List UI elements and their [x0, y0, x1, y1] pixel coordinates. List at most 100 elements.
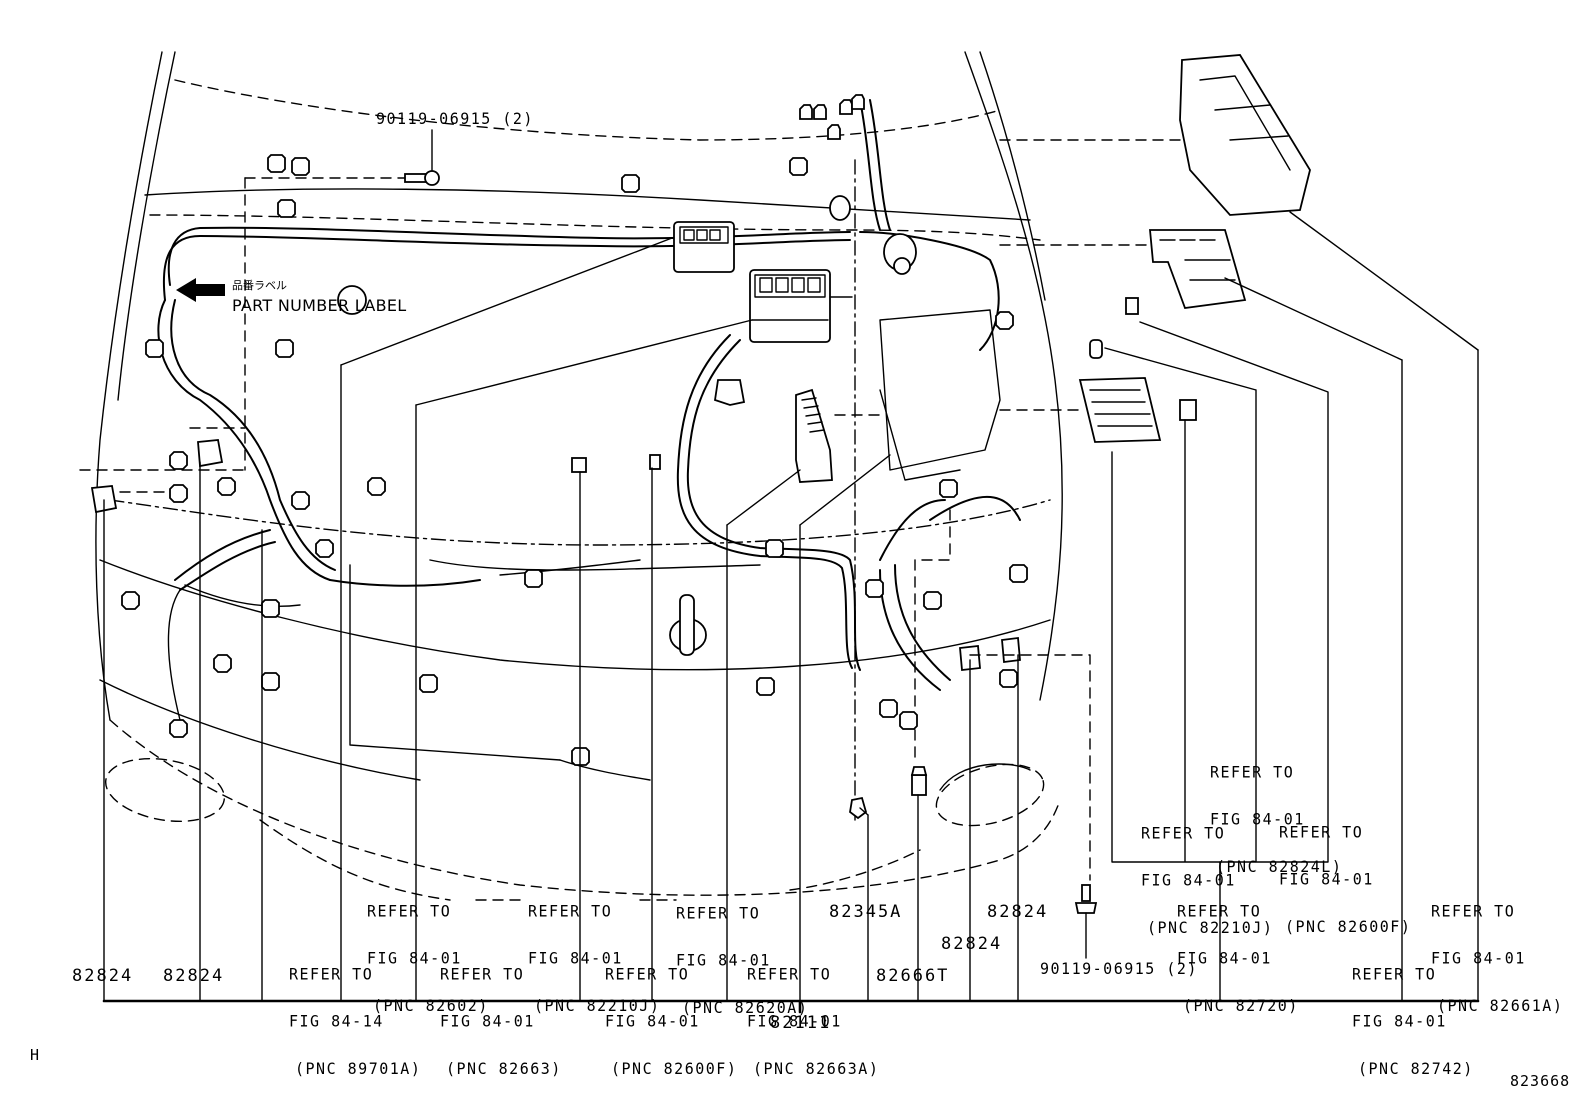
refer-prefix: REFER TO [528, 901, 613, 921]
relay-box-cover [1179, 54, 1311, 216]
refer-pnc: (PNC 82210J) [534, 996, 661, 1016]
leader-dashed-headlamp-contour [259, 819, 921, 901]
connector [995, 311, 1014, 330]
connector [524, 569, 543, 588]
refer-prefix: REFER TO [367, 901, 452, 921]
refer-fig: FIG 84-01 [1177, 948, 1272, 968]
callout-refer-82720: REFER TO FIG 84-01 (PNC 82720) [1177, 872, 1299, 1030]
bolt-bottom-icon [1074, 884, 1098, 959]
callout-refer-89701a: REFER TO FIG 84-14 (PNC 89701A) [289, 935, 421, 1093]
leader-diagonal-c4 [340, 237, 673, 366]
connector [277, 199, 296, 218]
refer-fig: FIG 84-01 [440, 1011, 535, 1031]
refer-prefix: REFER TO [289, 964, 374, 984]
connector [939, 479, 958, 498]
connector [789, 157, 808, 176]
callout-refer-82210j: REFER TO FIG 84-01 (PNC 82210J) [528, 872, 660, 1030]
connector [865, 579, 884, 598]
refer-pnc: (PNC 89701A) [295, 1059, 422, 1079]
refer-fig: FIG 84-01 [605, 1011, 700, 1031]
bolt-part-number-bottom: 90119-06915 (2) [1040, 959, 1198, 979]
leader-diagonal-c19 [1289, 211, 1479, 351]
refer-fig: FIG 84-01 [1431, 948, 1526, 968]
refer-fig: FIG 84-01 [1141, 870, 1236, 890]
leader-diagonal-c5 [415, 319, 753, 406]
callout-82345a: 82345A [829, 902, 903, 922]
corner-mark: H [30, 1046, 41, 1064]
connector [169, 719, 188, 738]
refer-fig: FIG 84-14 [289, 1011, 384, 1031]
leader-diagonal-c10 [859, 807, 869, 816]
callout-82824-3: 82824 [941, 934, 1003, 954]
connector [169, 484, 188, 503]
refer-prefix: REFER TO [1279, 822, 1364, 842]
main-harness-pnc: 82111 [770, 1013, 832, 1033]
refer-pnc: (PNC 82210J) [1147, 918, 1274, 938]
callout-82824-1: 82824 [72, 966, 134, 986]
relay-block-center-2 [749, 269, 853, 343]
relay-block-center-1 [673, 221, 735, 273]
callout-refer-82620a: REFER TO FIG 84-01 (PNC 82620A) [676, 874, 808, 1032]
refer-fig: FIG 84-01 [1210, 809, 1305, 829]
connector [169, 451, 188, 470]
part-number-label-jp: 品番ラベル [232, 279, 287, 292]
main-harness-bus-line [102, 999, 1480, 1014]
leader-diagonal-c9 [799, 454, 891, 526]
callout-leader-lines [102, 129, 1480, 1014]
connector [261, 599, 280, 618]
callout-82824-4: 82824 [987, 902, 1049, 922]
leader-diagonal-c8 [726, 469, 801, 526]
refer-prefix: REFER TO [1352, 964, 1437, 984]
connector [999, 669, 1018, 688]
refer-prefix: REFER TO [676, 903, 761, 923]
vehicle-body-outline [95, 51, 1063, 896]
callout-refer-82742: REFER TO FIG 84-01 (PNC 82742) [1352, 935, 1474, 1093]
refer-prefix: REFER TO [747, 964, 832, 984]
connector [217, 477, 236, 496]
refer-prefix: REFER TO [1210, 762, 1295, 782]
connector [621, 174, 640, 193]
connector [213, 654, 232, 673]
ground-brackets [90, 439, 1021, 671]
connector [765, 539, 784, 558]
callout-refer-82210j-right: REFER TO FIG 84-01 (PNC 82210J) [1141, 794, 1273, 952]
leader-diagonal-c18 [1224, 277, 1403, 361]
connector-cluster [799, 94, 865, 140]
connector [879, 699, 898, 718]
refer-pnc: (PNC 82602) [373, 996, 489, 1016]
illustration-id: 823668 [1510, 1072, 1571, 1090]
connector [291, 491, 310, 510]
connectors [121, 94, 1028, 766]
refer-pnc: (PNC 82824L) [1216, 857, 1343, 877]
connector [899, 711, 918, 730]
refer-prefix: REFER TO [605, 964, 690, 984]
part-number-label-text: PART NUMBER LABEL [232, 296, 407, 315]
refer-prefix: REFER TO [1177, 901, 1262, 921]
callout-refer-82600f-right: REFER TO FIG 84-01 (PNC 82600F) [1279, 793, 1411, 951]
refer-pnc: (PNC 82661A) [1437, 996, 1564, 1016]
connector [121, 591, 140, 610]
callout-refer-82600f: REFER TO FIG 84-01 (PNC 82600F) [605, 935, 737, 1093]
callout-refer-82824l: REFER TO FIG 84-01 (PNC 82824L) [1210, 733, 1342, 891]
bolt-part-number-top: 90119-06915 (2) [376, 109, 534, 129]
connector [275, 339, 294, 358]
connector [419, 674, 438, 693]
refer-fig: FIG 84-01 [747, 1011, 842, 1031]
refer-prefix: REFER TO [440, 964, 525, 984]
junction-block-right-upper [1149, 229, 1247, 309]
refer-pnc: (PNC 82620A) [682, 998, 809, 1018]
connector [145, 339, 164, 358]
refer-fig: FIG 84-01 [1352, 1011, 1447, 1031]
refer-pnc: (PNC 82600F) [611, 1059, 738, 1079]
bolt-icon [404, 170, 440, 186]
connector [367, 477, 386, 496]
callout-refer-82602: REFER TO FIG 84-01 (PNC 82602) [367, 872, 489, 1030]
connector [261, 672, 280, 691]
refer-fig: FIG 84-01 [528, 948, 623, 968]
connector [267, 154, 286, 173]
relay-small [571, 297, 1197, 473]
arrow-left-icon [176, 278, 225, 302]
callout-82666t: 82666T [876, 966, 950, 986]
connector [756, 677, 775, 696]
